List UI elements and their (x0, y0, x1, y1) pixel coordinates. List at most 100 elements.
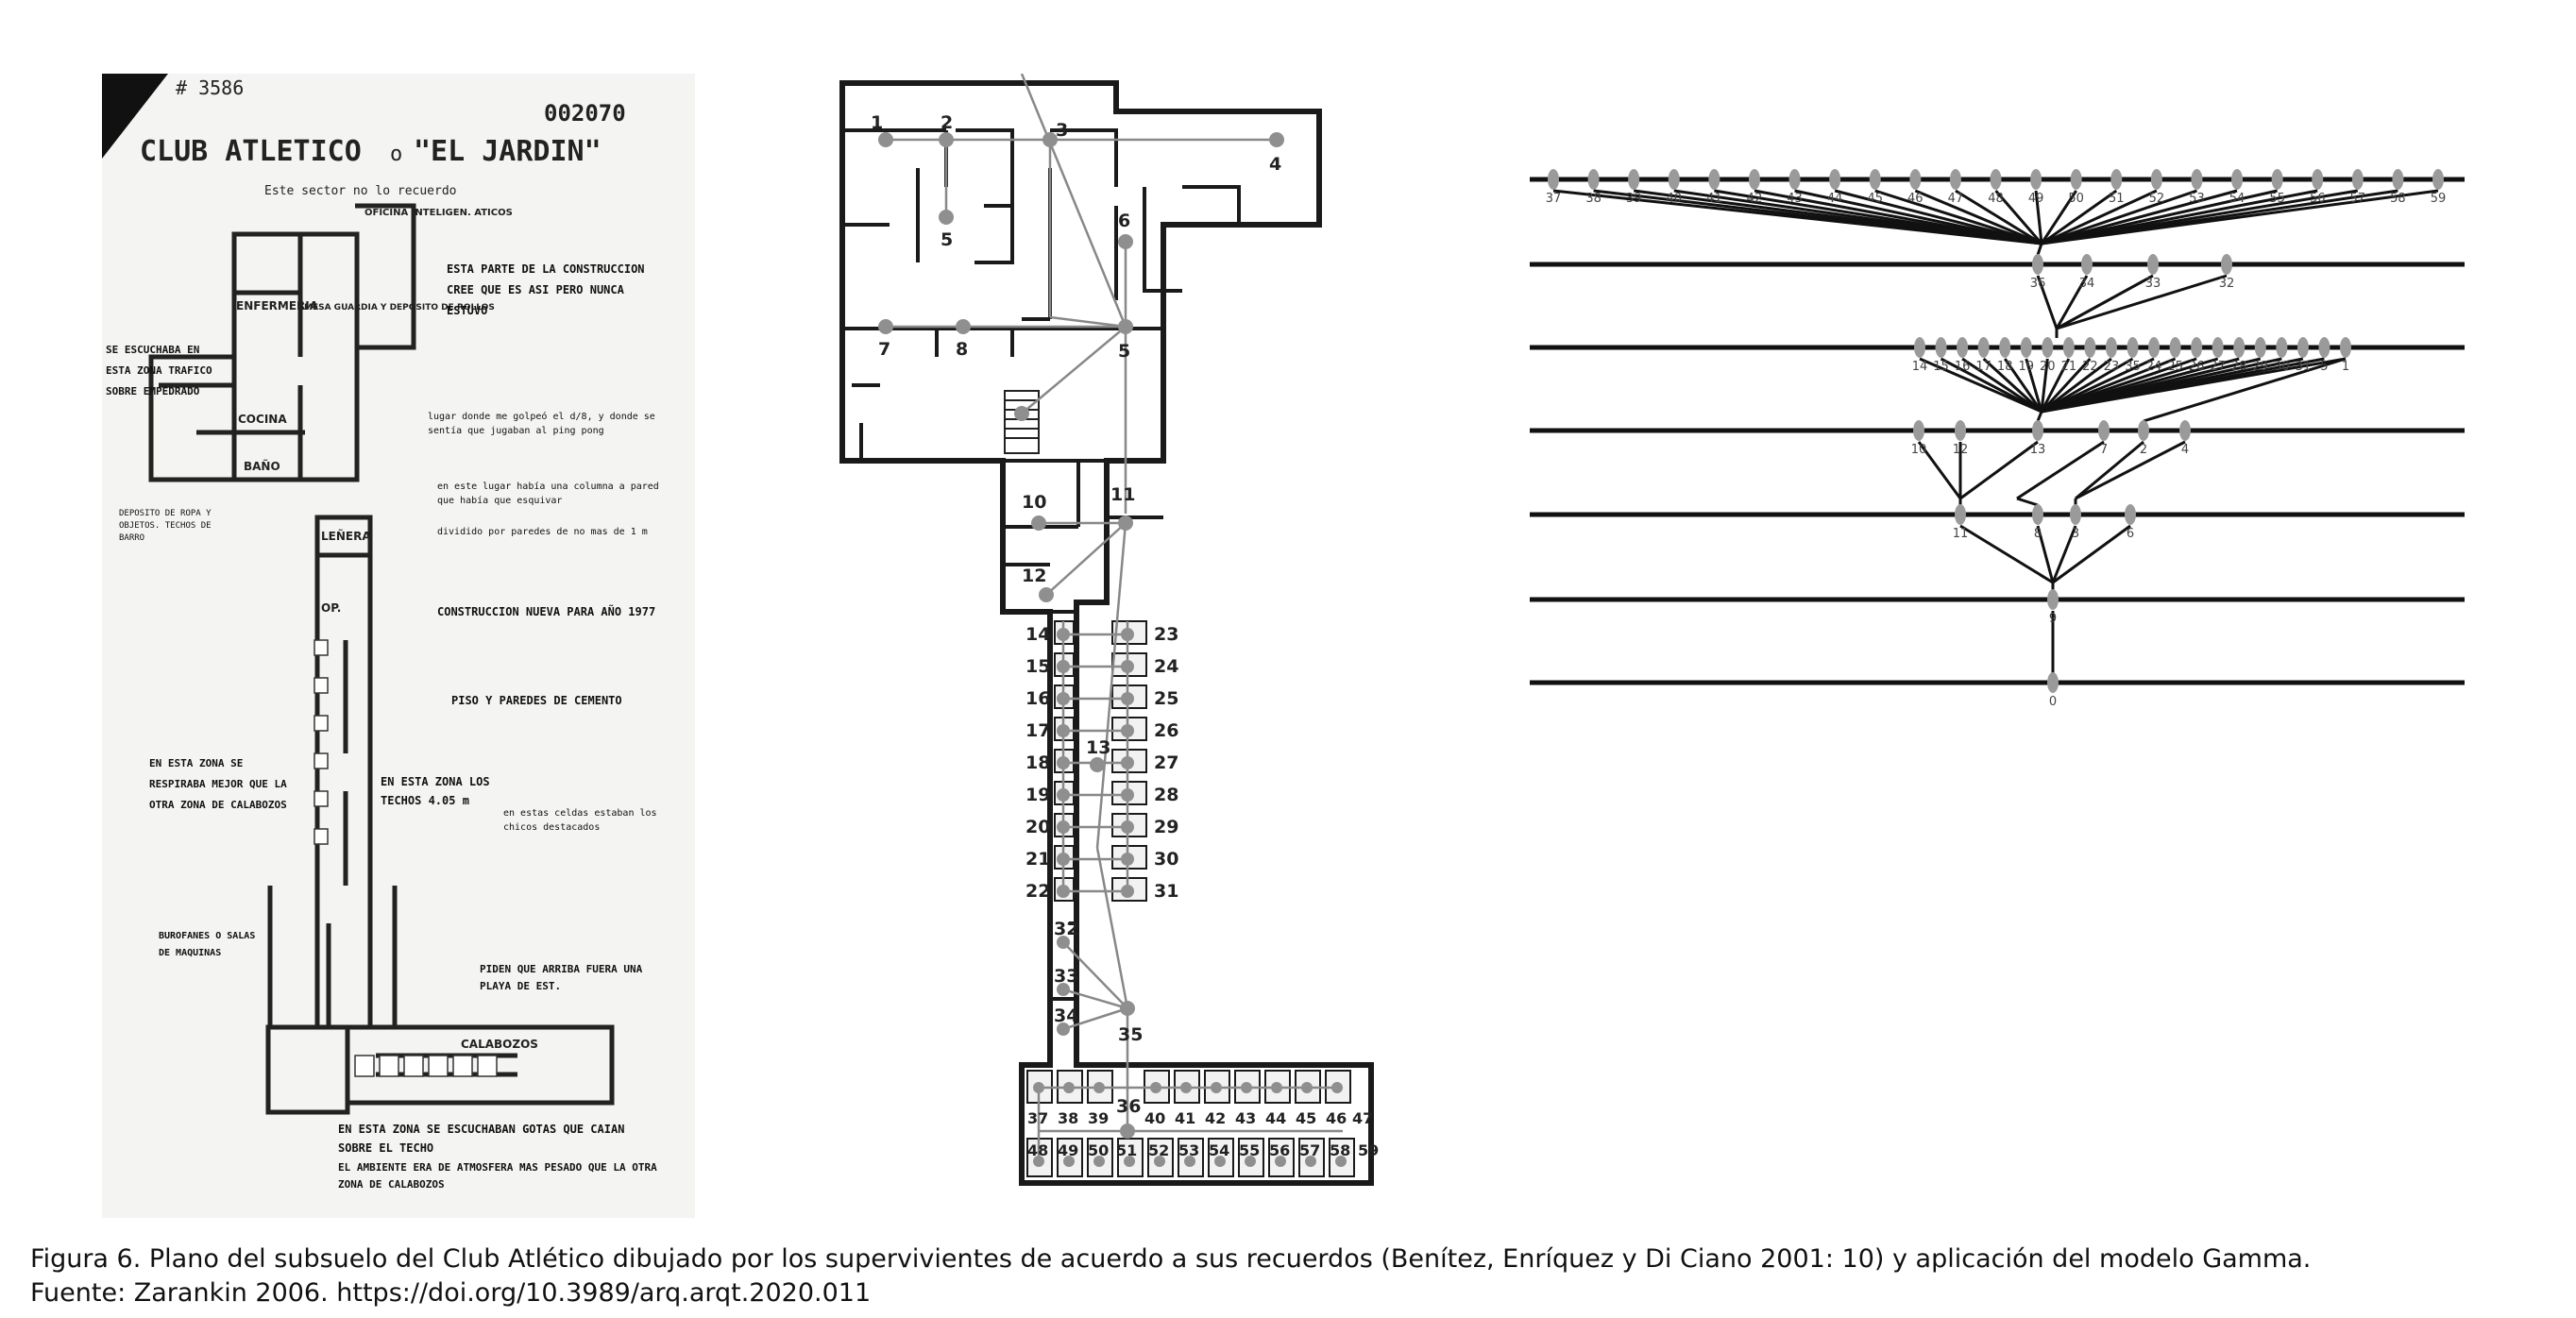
gamma-node-53 (2191, 169, 2203, 190)
gamma-edge-l4-4 (2075, 440, 2144, 500)
plan-label-38: 38 (1058, 1109, 1078, 1127)
gamma-node-33 (2147, 254, 2159, 275)
gamma-edge-l4-t2 (2016, 497, 2039, 507)
room-op: OP. (321, 601, 341, 615)
gamma-node-label-9: 9 (2049, 612, 2057, 626)
gamma-node-28 (2233, 337, 2246, 358)
sketch-title-main: CLUB ATLETICO (140, 135, 362, 168)
gamma-node-label-36: 36 (2030, 277, 2046, 291)
gamma-node-label-8: 8 (2034, 527, 2042, 541)
gamma-node-12 (1955, 420, 1966, 441)
gamma-node-label-29: 29 (2253, 360, 2269, 374)
gamma-node-label-44: 44 (1827, 192, 1843, 206)
room-oficina: OFICINA INTELIGEN. ATICOS (364, 208, 513, 218)
gamma-edge-l3-7 (2040, 358, 2071, 413)
gamma-edge-l3-6 (2040, 358, 2049, 413)
gamma-edge-l1-12 (2034, 190, 2043, 245)
plan-label-5a: 5 (941, 229, 953, 250)
gamma-edge-l1-15 (2041, 189, 2158, 245)
gamma-node-46 (1909, 169, 1922, 190)
gamma-node-label-54: 54 (2229, 192, 2246, 206)
plan-label-42: 42 (1205, 1109, 1226, 1127)
plan-outer-walls (839, 80, 1374, 1186)
gamma-node-23 (2105, 337, 2117, 358)
gamma-node-34 (2081, 254, 2093, 275)
gamma-node-42 (1748, 169, 1760, 190)
sketch-cells (314, 639, 498, 1077)
gamma-node-label-23: 23 (2104, 360, 2120, 374)
gamma-node-label-35: 35 (2125, 360, 2141, 374)
gamma-node-24 (2148, 337, 2161, 358)
gamma-edge-l5-0 (1959, 524, 2054, 584)
plan-label-35: 35 (1118, 1024, 1143, 1045)
sketch-title-alt: "EL JARDIN" (414, 135, 602, 168)
gamma-node-58 (2392, 169, 2404, 190)
gamma-node-label-3: 3 (2072, 527, 2079, 541)
plan-label-43: 43 (1235, 1109, 1256, 1127)
note-dividido: dividido por paredes de no mas de 1 m (437, 527, 648, 537)
room-lonera: LEÑERA (321, 529, 371, 543)
plan-label-19: 19 (1025, 785, 1050, 805)
plan-label-32: 32 (1054, 919, 1078, 939)
gamma-node-label-4: 4 (2181, 443, 2189, 457)
gamma-edge-l2-0 (2036, 275, 2059, 330)
gamma-node-label-56: 56 (2310, 192, 2326, 206)
gamma-node-label-37: 37 (1546, 192, 1562, 206)
gamma-edge-l3-0 (1919, 357, 2042, 414)
gamma-edge-l1-13 (2040, 190, 2077, 245)
plan-nodes (878, 132, 1347, 1167)
gamma-edge-l3-trunk (2036, 411, 2043, 422)
gamma-node-8 (2032, 504, 2043, 525)
gamma-node-45 (1869, 169, 1881, 190)
plan-label-29: 29 (1154, 817, 1178, 837)
room-mesa: MESA GUARDIA Y DEPOSITO DE ROLLOS (304, 303, 495, 313)
sketch-sector-note: Este sector no lo recuerdo (264, 184, 457, 198)
note-escuchaba: SE ESCUCHABA EN ESTA ZONA TRAFICO SOBRE … (106, 344, 212, 397)
gamma-node-label-21: 21 (2061, 360, 2077, 374)
gamma-node-label-46: 46 (1907, 192, 1924, 206)
plan-label-18: 18 (1025, 752, 1050, 773)
gamma-edge-l5-3 (2052, 524, 2131, 584)
gamma-node-label-53: 53 (2189, 192, 2205, 206)
gamma-node-label-38: 38 (1585, 192, 1602, 206)
gamma-node-label-13: 13 (2030, 443, 2046, 457)
note-deposito: DEPOSITO DE ROPA Y OBJETOS. TECHOS DE BA… (119, 509, 212, 543)
gamma-node-18 (1999, 337, 2011, 358)
note-zona-escuchaban: EN ESTA ZONA SE ESCUCHABAN GOTAS QUE CAI… (338, 1123, 625, 1155)
plan-label-7: 7 (878, 339, 890, 360)
plan-label-4: 4 (1269, 154, 1281, 175)
gamma-edge-l3-10 (2041, 357, 2134, 414)
gamma-edge-l4-0 (1917, 441, 1962, 499)
gamma-edges (1552, 189, 2439, 673)
gamma-node-label-6: 6 (2127, 527, 2134, 541)
note-columnas: en este lugar había una columna a pared … (437, 482, 659, 506)
gamma-node-5 (2318, 337, 2330, 358)
gamma-node-40 (1668, 169, 1680, 190)
gamma-node-label-45: 45 (1867, 192, 1883, 206)
note-piden: PIDEN QUE ARRIBA FUERA UNA PLAYA DE EST. (480, 963, 643, 992)
gamma-node-57 (2351, 169, 2364, 190)
gamma-node-25 (2169, 337, 2181, 358)
plan-label-55: 55 (1239, 1141, 1260, 1159)
gamma-node-label-58: 58 (2390, 192, 2406, 206)
plan-label-27: 27 (1154, 752, 1178, 773)
plan-label-54: 54 (1209, 1141, 1229, 1159)
gamma-node-label-10: 10 (1911, 443, 1927, 457)
gamma-edge-l1-8 (1874, 189, 2042, 245)
plan-label-45: 45 (1296, 1109, 1316, 1127)
note-zona-respiraba: EN ESTA ZONA SE RESPIRABA MEJOR QUE LA O… (149, 757, 287, 811)
gamma-node-label-1: 1 (2342, 360, 2349, 374)
gamma-node-13 (2032, 420, 2043, 441)
gamma-node-11 (1955, 504, 1966, 525)
gamma-node-label-7: 7 (2100, 443, 2108, 457)
gamma-node-label-19: 19 (2018, 360, 2034, 374)
gamma-edge-l3-to-2 (2143, 357, 2347, 423)
gamma-edge-l1-6 (1794, 189, 2042, 245)
gamma-node-label-14: 14 (1912, 360, 1928, 374)
gamma-node-4 (2179, 420, 2191, 441)
gamma-node-label-26: 26 (2189, 360, 2205, 374)
gamma-node-31 (2296, 337, 2309, 358)
sketch-room-labels: ENFERMERIA OFICINA INTELIGEN. ATICOS MES… (236, 208, 538, 1051)
gamma-edge-l3-9 (2041, 357, 2112, 414)
